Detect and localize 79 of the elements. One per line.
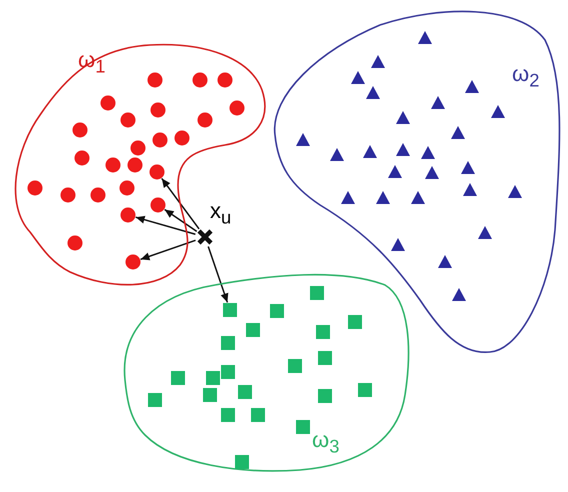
data-point [437, 254, 453, 270]
arrow [161, 178, 200, 230]
data-point [490, 104, 506, 120]
cluster-label: ω$_{2}$ [512, 62, 540, 92]
data-point [150, 102, 166, 118]
data-point [507, 184, 523, 200]
data-point [387, 164, 403, 180]
data-point [222, 302, 238, 318]
data-point [375, 190, 391, 206]
data-point [464, 79, 480, 95]
data-point [462, 182, 478, 198]
data-point [357, 382, 373, 398]
data-point [317, 350, 333, 366]
data-point [315, 324, 331, 340]
data-point [120, 112, 136, 128]
data-point [329, 147, 345, 163]
data-point [105, 157, 121, 173]
data-point [362, 144, 378, 160]
data-point [27, 180, 43, 196]
data-point [234, 454, 250, 470]
data-point [170, 370, 186, 386]
data-point [390, 237, 406, 253]
data-point [100, 95, 116, 111]
data-point [125, 254, 141, 270]
data-point [309, 285, 325, 301]
data-point [72, 122, 88, 138]
data-point [152, 132, 168, 148]
data-point [60, 187, 76, 203]
data-point [217, 72, 233, 88]
data-point [197, 112, 213, 128]
data-point [347, 314, 363, 330]
data-point [245, 322, 261, 338]
data-point [370, 54, 386, 70]
data-point [127, 157, 143, 173]
data-point [269, 303, 285, 319]
cluster-label: ω$_{3}$ [312, 428, 340, 458]
data-point [120, 207, 136, 223]
point-label: x$_{u}$ [210, 199, 232, 230]
data-point [220, 364, 236, 380]
data-point [192, 72, 208, 88]
data-point [237, 384, 253, 400]
data-point [74, 150, 90, 166]
data-point [460, 160, 476, 176]
data-point [410, 190, 426, 206]
data-point [147, 72, 163, 88]
arrow [208, 246, 228, 303]
data-point [220, 335, 236, 351]
arrow [140, 240, 196, 260]
data-point [67, 235, 83, 251]
data-point [477, 225, 493, 241]
data-point [202, 387, 218, 403]
data-point [451, 287, 467, 303]
data-point [350, 70, 366, 86]
data-point [147, 392, 163, 408]
data-point [395, 142, 411, 158]
data-point [420, 145, 436, 161]
data-point [250, 407, 266, 423]
data-point [119, 180, 135, 196]
data-point [295, 132, 311, 148]
data-point [417, 30, 433, 46]
data-point [317, 388, 333, 404]
data-point [287, 358, 303, 374]
data-point [130, 140, 146, 156]
data-point [424, 165, 440, 181]
data-point [295, 419, 311, 435]
data-point [395, 110, 411, 126]
data-point [365, 85, 381, 101]
data-point [340, 190, 356, 206]
data-point [430, 95, 446, 111]
data-point [149, 164, 165, 180]
data-point [150, 197, 166, 213]
data-point [90, 187, 106, 203]
data-point [229, 100, 245, 116]
arrow [135, 216, 196, 235]
data-point [205, 370, 221, 386]
data-point [450, 125, 466, 141]
arrow [164, 208, 198, 232]
data-point [220, 407, 236, 423]
data-point [174, 130, 190, 146]
